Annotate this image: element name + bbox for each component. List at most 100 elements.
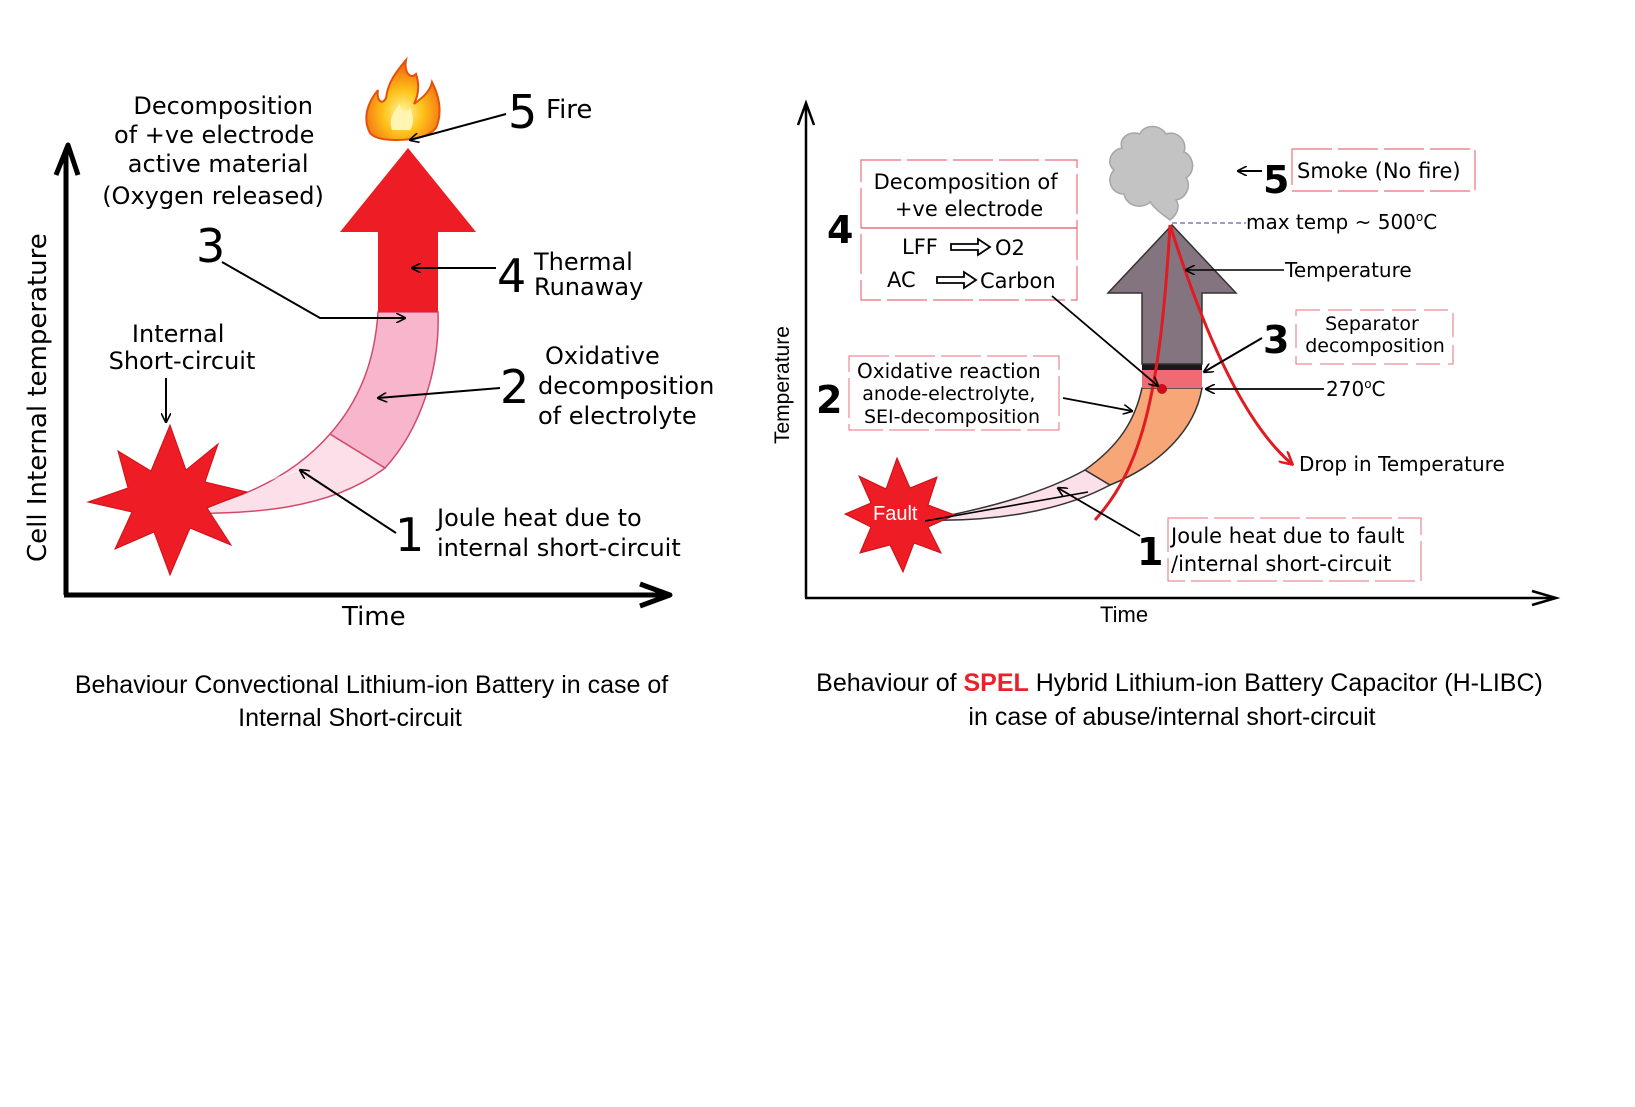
right-x-axis-arrowhead [1531,589,1561,607]
max-temp-value: max temp ~ 500 [1246,210,1416,234]
right-x-axis-label: Time [1100,602,1148,627]
temp-270-value: 270 [1326,377,1364,401]
right-stage2-number: 2 [816,378,842,422]
temp-270-label: 270oC [1326,377,1386,401]
right-starburst-icon [843,456,957,574]
left-diagram: Cell Internal temperature Time Internal … [23,56,722,732]
right-stage4-number: 4 [827,208,853,252]
right-stage1-box [1167,517,1422,582]
left-stage5-pointer [410,113,507,140]
max-temp-degree: o [1416,210,1423,224]
left-x-axis-label: Time [341,602,406,632]
reaction2-arrow-icon [936,270,978,290]
left-stage2-line-3: of electrolyte [538,402,697,430]
left-stage2-number: 2 [500,360,529,414]
right-stage5-number: 5 [1263,158,1289,202]
reaction2-from: AC [887,268,916,292]
right-stage4-title-line-1: Decomposition of [874,170,1059,194]
left-caption-line-2: Internal Short-circuit [238,704,462,732]
left-y-axis-label: Cell Internal temperature [23,233,53,562]
right-curve-light [924,469,1112,521]
right-separator-band [1142,368,1202,388]
temperature-label: Temperature [1284,258,1412,282]
right-stage2-text: Oxidative reaction anode-electrolyte, SE… [857,359,1047,428]
right-stage4-title-line-2: +ve electrode [895,197,1043,221]
right-stage1-line-2: /internal short-circuit [1171,552,1391,576]
temp-270-degree: o [1364,377,1371,391]
right-stage4-title: Decomposition of +ve electrode [874,170,1065,221]
right-grey-arrow [1106,223,1238,365]
drop-in-temperature-label: Drop in Temperature [1299,452,1505,476]
internal-short-label: Internal Short-circuit [109,320,256,375]
left-stage3-pointer [221,261,405,318]
spel-brand: SPEL [964,669,1029,697]
right-caption: Behaviour of SPEL Hybrid Lithium-ion Bat… [816,669,1550,731]
right-stage3-box [1295,309,1454,365]
left-stage3-line-4: (Oxygen released) [102,182,324,210]
left-stage2-line-1: Oxidative [545,342,660,370]
left-stage2-text: Oxidative decomposition of electrolyte [538,342,722,430]
right-temp-drop-line [1168,224,1292,464]
left-stage1-pointer [300,470,397,534]
left-y-axis-arrowhead [53,142,81,176]
right-caption-line-1: Behaviour of SPEL Hybrid Lithium-ion Bat… [816,669,1543,697]
fault-connector [924,491,1089,522]
right-stage3-text: Separator decomposition [1305,313,1445,357]
max-temp-unit: C [1423,210,1437,234]
right-stage1-number: 1 [1137,530,1163,574]
right-stage4-pointer [1051,295,1158,386]
right-y-axis-arrowhead [796,99,816,126]
right-stage1-line-1: Joule heat due to fault [1169,524,1404,548]
left-starburst-icon [86,423,249,577]
max-temp-label: max temp ~ 500oC [1246,210,1437,234]
right-temp-rise-line [1093,224,1172,522]
left-curve-mid [328,311,439,469]
left-stage3-line-3: active material [128,150,309,178]
left-stage1-number: 1 [395,508,424,562]
right-y-axis-label: Temperature [771,326,794,444]
left-stage1-text: Joule heat due to internal short-circuit [435,504,681,562]
right-stage5-box [1291,148,1476,192]
left-stage5-number: 5 [508,85,537,139]
right-stage2-box [848,355,1060,431]
temp-270-unit: C [1372,377,1386,401]
left-x-axis-arrowhead [639,581,673,609]
right-stage3-line-2: decomposition [1305,335,1445,357]
reaction2-to: Carbon [980,269,1056,293]
left-stage3-line-1: Decomposition [133,92,313,120]
right-stage1-pointer [1058,488,1141,537]
fault-label: Fault [873,503,918,525]
right-stage2-line-2: anode-electrolyte, [862,383,1035,405]
right-stage1-text: Joule heat due to fault /internal short-… [1169,524,1411,576]
left-stage3-text: Decomposition of +ve electrode active ma… [102,92,324,210]
left-thermal-arrow [340,148,476,312]
reaction1-from: LFF [902,235,938,259]
right-stage2-line-1: Oxidative reaction [857,359,1041,383]
left-stage1-line-2: internal short-circuit [437,534,681,562]
right-curve-orange [1083,387,1203,486]
left-stage4-number: 4 [497,249,526,303]
right-stage3-line-1: Separator [1325,313,1419,335]
right-separator-band-top [1142,364,1202,370]
left-stage4-line-2: Runaway [534,273,643,301]
left-stage4-line-1: Thermal [533,248,633,276]
right-diagram: Fault Temperature Time 4 Decomposition o… [771,99,1561,731]
right-stage3-pointer [1204,337,1263,372]
left-stage3-line-2: of +ve electrode [114,121,314,149]
right-caption-post: Hybrid Lithium-ion Battery Capacitor (H-… [1029,669,1543,697]
left-stage2-line-2: decomposition [538,372,714,400]
left-stage1-line-1: Joule heat due to [435,504,642,532]
internal-short-line-1: Internal [132,320,225,348]
reaction1-to: O2 [995,236,1025,260]
smoke-cloud-icon [1109,125,1194,221]
reaction1-arrow-icon [950,237,992,257]
left-caption: Behaviour Convectional Lithium-ion Batte… [75,671,675,732]
right-reaction-dot [1157,384,1167,394]
left-stage5-label: Fire [546,95,592,125]
left-stage4-text: Thermal Runaway [533,248,643,301]
internal-short-line-2: Short-circuit [109,347,256,375]
right-stage2-pointer [1062,397,1132,411]
right-caption-pre: Behaviour of [816,669,963,697]
